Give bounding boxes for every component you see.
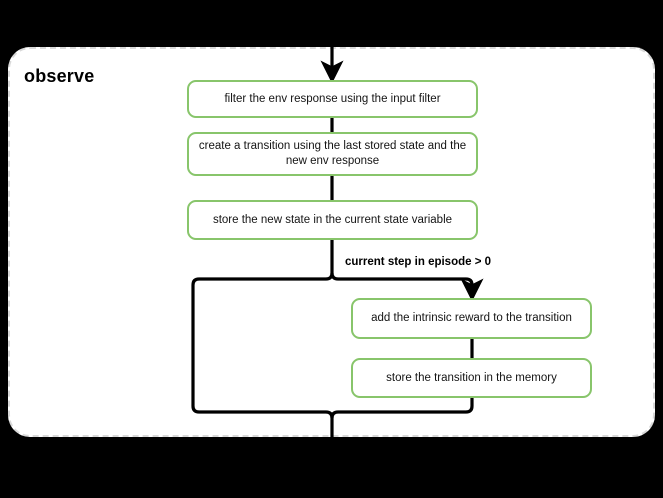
- node-create-transition[interactable]: create a transition using the last store…: [187, 132, 478, 176]
- node-store-state[interactable]: store the new state in the current state…: [187, 200, 478, 240]
- group-title: observe: [24, 66, 95, 86]
- node-intrinsic-reward-label: add the intrinsic reward to the transiti…: [371, 312, 572, 325]
- node-store-memory[interactable]: store the transition in the memory: [351, 358, 592, 398]
- node-intrinsic-reward[interactable]: add the intrinsic reward to the transiti…: [351, 298, 592, 339]
- node-filter-label: filter the env response using the input …: [224, 92, 441, 105]
- node-store-memory-label: store the transition in the memory: [386, 371, 557, 384]
- node-filter[interactable]: filter the env response using the input …: [187, 80, 478, 118]
- node-create-transition-label: create a transition using the last store…: [198, 140, 467, 167]
- branch-condition-label: current step in episode > 0: [345, 256, 492, 268]
- node-store-state-label: store the new state in the current state…: [212, 213, 453, 226]
